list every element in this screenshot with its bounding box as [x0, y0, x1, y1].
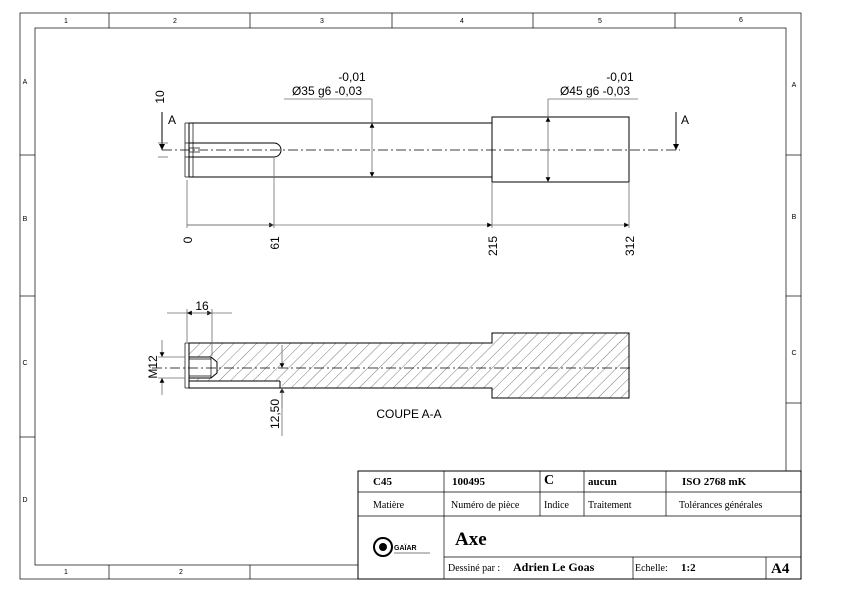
scale-label: Echelle:	[635, 563, 668, 574]
material-label: Matière	[373, 500, 405, 511]
sheet-format: A4	[771, 561, 790, 577]
ordinate-215: 215	[486, 236, 500, 256]
company-logo: GAÏAR	[373, 537, 430, 557]
zone-right-c: C	[791, 350, 796, 357]
keyway-width-dim: 10	[153, 90, 167, 104]
treatment-label: Traitement	[588, 500, 632, 511]
ordinate-61: 61	[268, 236, 282, 250]
section-view: 16 M12 12,50 COUPE A-A	[146, 299, 632, 436]
zone-labels: 1 2 3 4 5 6 1 2 A B C D A B C	[22, 17, 796, 576]
zone-bottom-1: 1	[64, 569, 68, 576]
material-value: C45	[373, 476, 392, 488]
zone-left-d: D	[22, 497, 27, 504]
diameter-35-tol: Ø35 g6 -0,03	[292, 84, 362, 98]
index-label: Indice	[544, 500, 570, 511]
zone-right-b: B	[792, 214, 797, 221]
section-letter-right: A	[681, 113, 689, 127]
section-letter-left: A	[168, 113, 176, 127]
drawn-by-label: Dessiné par :	[448, 563, 500, 574]
zone-bottom-2: 2	[179, 569, 183, 576]
index-value: C	[544, 473, 554, 488]
zone-right-a: A	[792, 82, 797, 89]
logo-text: GAÏAR	[394, 544, 417, 552]
zone-top-4: 4	[460, 18, 464, 25]
thread-depth-dim: 16	[195, 299, 209, 313]
zone-top-1: 1	[64, 18, 68, 25]
front-view: A A 10 -0,01 Ø35 g6 -0,03 -0,01 Ø45 g6 -…	[153, 70, 689, 256]
treatment-value: aucun	[588, 476, 617, 488]
scale-value: 1:2	[681, 562, 696, 574]
tolerance-label: Tolérances générales	[679, 500, 763, 511]
tolerance-value: ISO 2768 mK	[682, 476, 747, 488]
ordinate-0: 0	[181, 236, 195, 243]
zone-top-3: 3	[320, 18, 324, 25]
section-title: COUPE A-A	[376, 407, 441, 421]
zone-top-2: 2	[173, 18, 177, 25]
diameter-45-tol: Ø45 g6 -0,03	[560, 84, 630, 98]
title-block: C45 100495 C aucun ISO 2768 mK Matière N…	[357, 470, 802, 580]
thread-size-dim: M12	[146, 355, 160, 379]
part-number-label: Numéro de pièce	[451, 500, 520, 511]
keyway-depth-dim: 12,50	[268, 399, 282, 429]
part-number-value: 100495	[452, 476, 486, 488]
zone-left-b: B	[23, 216, 28, 223]
diameter-35-tol-upper: -0,01	[338, 70, 366, 84]
zone-left-c: C	[22, 360, 27, 367]
zone-top-6: 6	[739, 17, 743, 24]
drawn-by-value: Adrien Le Goas	[513, 560, 595, 574]
part-name: Axe	[455, 529, 487, 550]
zone-top-5: 5	[598, 18, 602, 25]
zone-left-a: A	[23, 79, 28, 86]
ordinate-312: 312	[623, 236, 637, 256]
diameter-45-tol-upper: -0,01	[606, 70, 634, 84]
